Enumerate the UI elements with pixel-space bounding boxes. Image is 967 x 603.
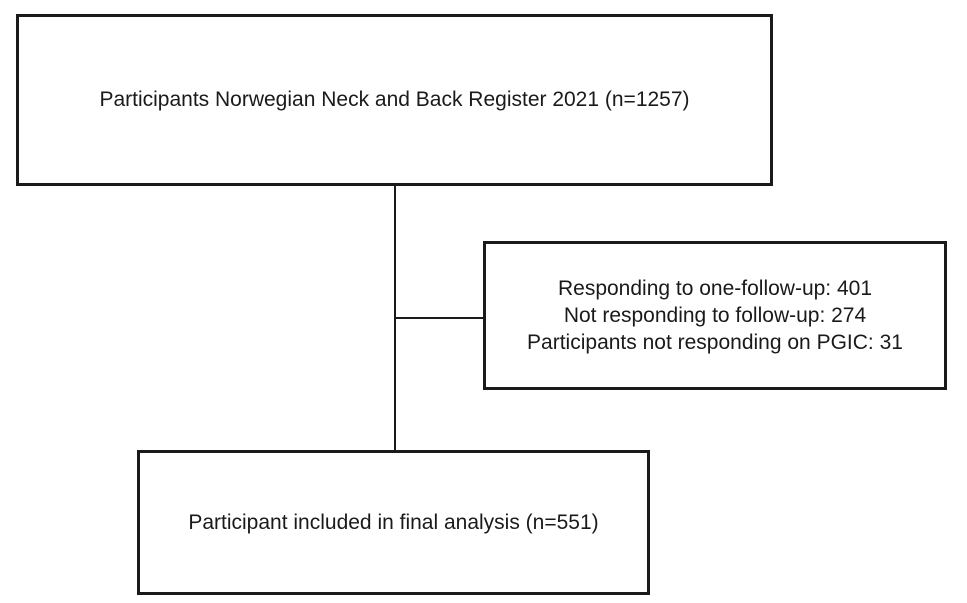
final-analysis-box: Participant included in final analysis (… (137, 450, 650, 595)
final-analysis-text: Participant included in final analysis (… (188, 510, 599, 534)
participants-register-text: Participants Norwegian Neck and Back Reg… (99, 88, 690, 111)
exclusion-line-not-responding: Not responding to follow-up: 274 (563, 304, 867, 327)
exclusion-line-one-follow-up: Responding to one-follow-up: 401 (557, 277, 873, 300)
participants-register-box: Participants Norwegian Neck and Back Reg… (16, 14, 773, 186)
flow-connector-to-exclusion (395, 317, 484, 319)
exclusion-box: Responding to one-follow-up: 401 Not res… (483, 241, 947, 390)
exclusion-line-pgic: Participants not responding on PGIC: 31 (527, 331, 903, 354)
